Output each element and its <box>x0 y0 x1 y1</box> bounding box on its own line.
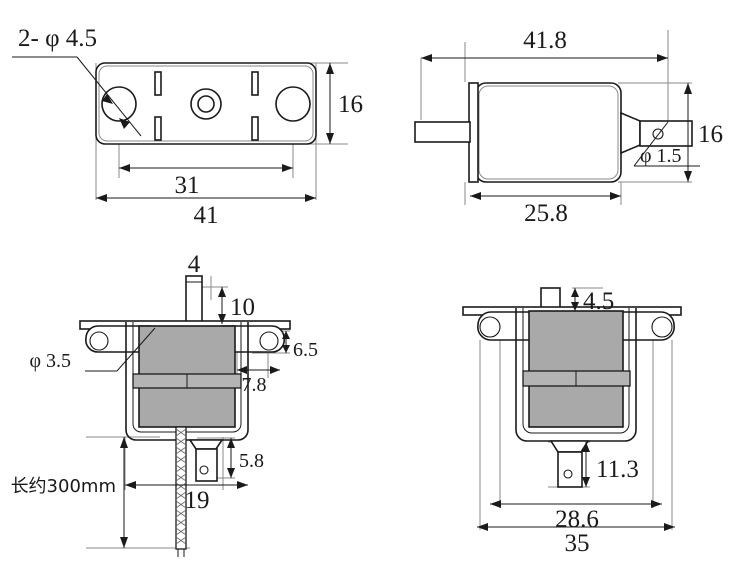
dim-ear-height-65 <box>282 331 290 353</box>
extension-lines-top-right <box>464 30 692 205</box>
coil-body-right-view <box>528 310 624 428</box>
view-top-right: φ 1.5 41.8 16 25.8 <box>414 27 723 227</box>
label-hole-spacing-31: 31 <box>175 172 200 199</box>
label-body-length-258: 25.8 <box>524 200 568 227</box>
plunger-hole-right-view <box>563 469 573 479</box>
slot-bottom-right <box>251 116 259 141</box>
view-top-left: 2- φ 4.5 16 31 41 <box>12 25 363 229</box>
label-mount-hole-35: φ 3.5 <box>29 350 71 372</box>
plunger-taper-left-view <box>188 439 224 450</box>
slot-top-left <box>154 71 162 96</box>
label-overall-width-41: 41 <box>194 202 219 229</box>
dim-height-16-right <box>684 83 692 182</box>
dim-body-length-258 <box>470 192 621 200</box>
dim-plunger-height-113 <box>582 442 590 487</box>
label-overall-width-35: 35 <box>565 530 590 557</box>
dim-ear-offset-78 <box>237 366 280 374</box>
plunger-right-view <box>557 451 583 488</box>
right-shoulder-taper <box>620 111 641 155</box>
label-hole-callout: 2- φ 4.5 <box>18 25 97 52</box>
u-bracket-inner-right <box>522 308 630 434</box>
dim-overall-width-41 <box>96 194 316 202</box>
u-bracket-inner <box>132 322 242 433</box>
left-tab <box>414 121 471 143</box>
slot-bottom-left <box>154 116 162 141</box>
dim-shaft-length-10 <box>218 287 226 324</box>
mounting-plate-inner-edge <box>98 65 314 142</box>
label-pin-hole: φ 1.5 <box>640 145 682 167</box>
view-bottom-right: 4.5 11.3 28.6 35 <box>462 287 682 557</box>
label-plunger-height-58: 5.8 <box>239 450 264 472</box>
dim-overall-width-35 <box>477 523 675 531</box>
solenoid-body-side-inner <box>478 85 619 180</box>
mounting-ear-hole-right-right-view <box>651 316 673 338</box>
plunger-left-view <box>195 448 218 482</box>
label-hole-spacing-286: 28.6 <box>555 506 599 533</box>
dim-shaft-height-45 <box>571 288 579 311</box>
dim-height-16 <box>326 63 334 144</box>
dim-hole-spacing-286 <box>490 500 662 508</box>
pin-hole-leader <box>633 121 700 167</box>
label-shaft-height-45: 4.5 <box>583 288 614 315</box>
dim-inner-width-19 <box>125 481 248 489</box>
mounting-hole-right <box>275 86 311 122</box>
label-shaft-length-10: 10 <box>230 294 255 321</box>
plunger-taper-right-view <box>549 440 590 453</box>
dim-wire-length <box>120 437 128 548</box>
label-overall-length-418: 41.8 <box>523 27 567 54</box>
mounting-ear-hole-right <box>259 331 279 351</box>
top-shaft-left-view <box>185 275 203 327</box>
dim-overall-length-418 <box>420 54 668 120</box>
u-bracket-outer <box>125 322 249 441</box>
mounting-ear-hole-left <box>89 331 109 351</box>
label-height-16: 16 <box>338 91 363 118</box>
dim-plunger-height-58 <box>227 438 235 478</box>
plunger-hole-left-view <box>199 465 209 475</box>
solenoid-body-side <box>475 82 622 183</box>
center-boss-inner <box>197 95 215 113</box>
mount-hole-leader <box>85 327 156 372</box>
hole-callout-leader <box>12 56 142 137</box>
mounting-hole-left <box>101 86 137 122</box>
label-wire-length: 长约300mm <box>11 476 116 497</box>
mounting-ear-hole-left-right-view <box>479 316 501 338</box>
view-bottom-left: 4 10 6.5 7.8 φ 3.5 <box>11 251 318 557</box>
label-plunger-height-113: 11.3 <box>596 456 639 483</box>
slot-top-right <box>251 71 259 96</box>
label-ear-offset-78: 7.8 <box>242 374 267 396</box>
label-inner-width-19: 19 <box>185 487 210 514</box>
label-height-16-right: 16 <box>698 121 723 148</box>
dim-hole-spacing-31 <box>119 164 293 172</box>
label-shaft-width-4: 4 <box>188 251 201 278</box>
lead-wire <box>175 426 187 557</box>
label-ear-height-65: 6.5 <box>293 339 318 361</box>
